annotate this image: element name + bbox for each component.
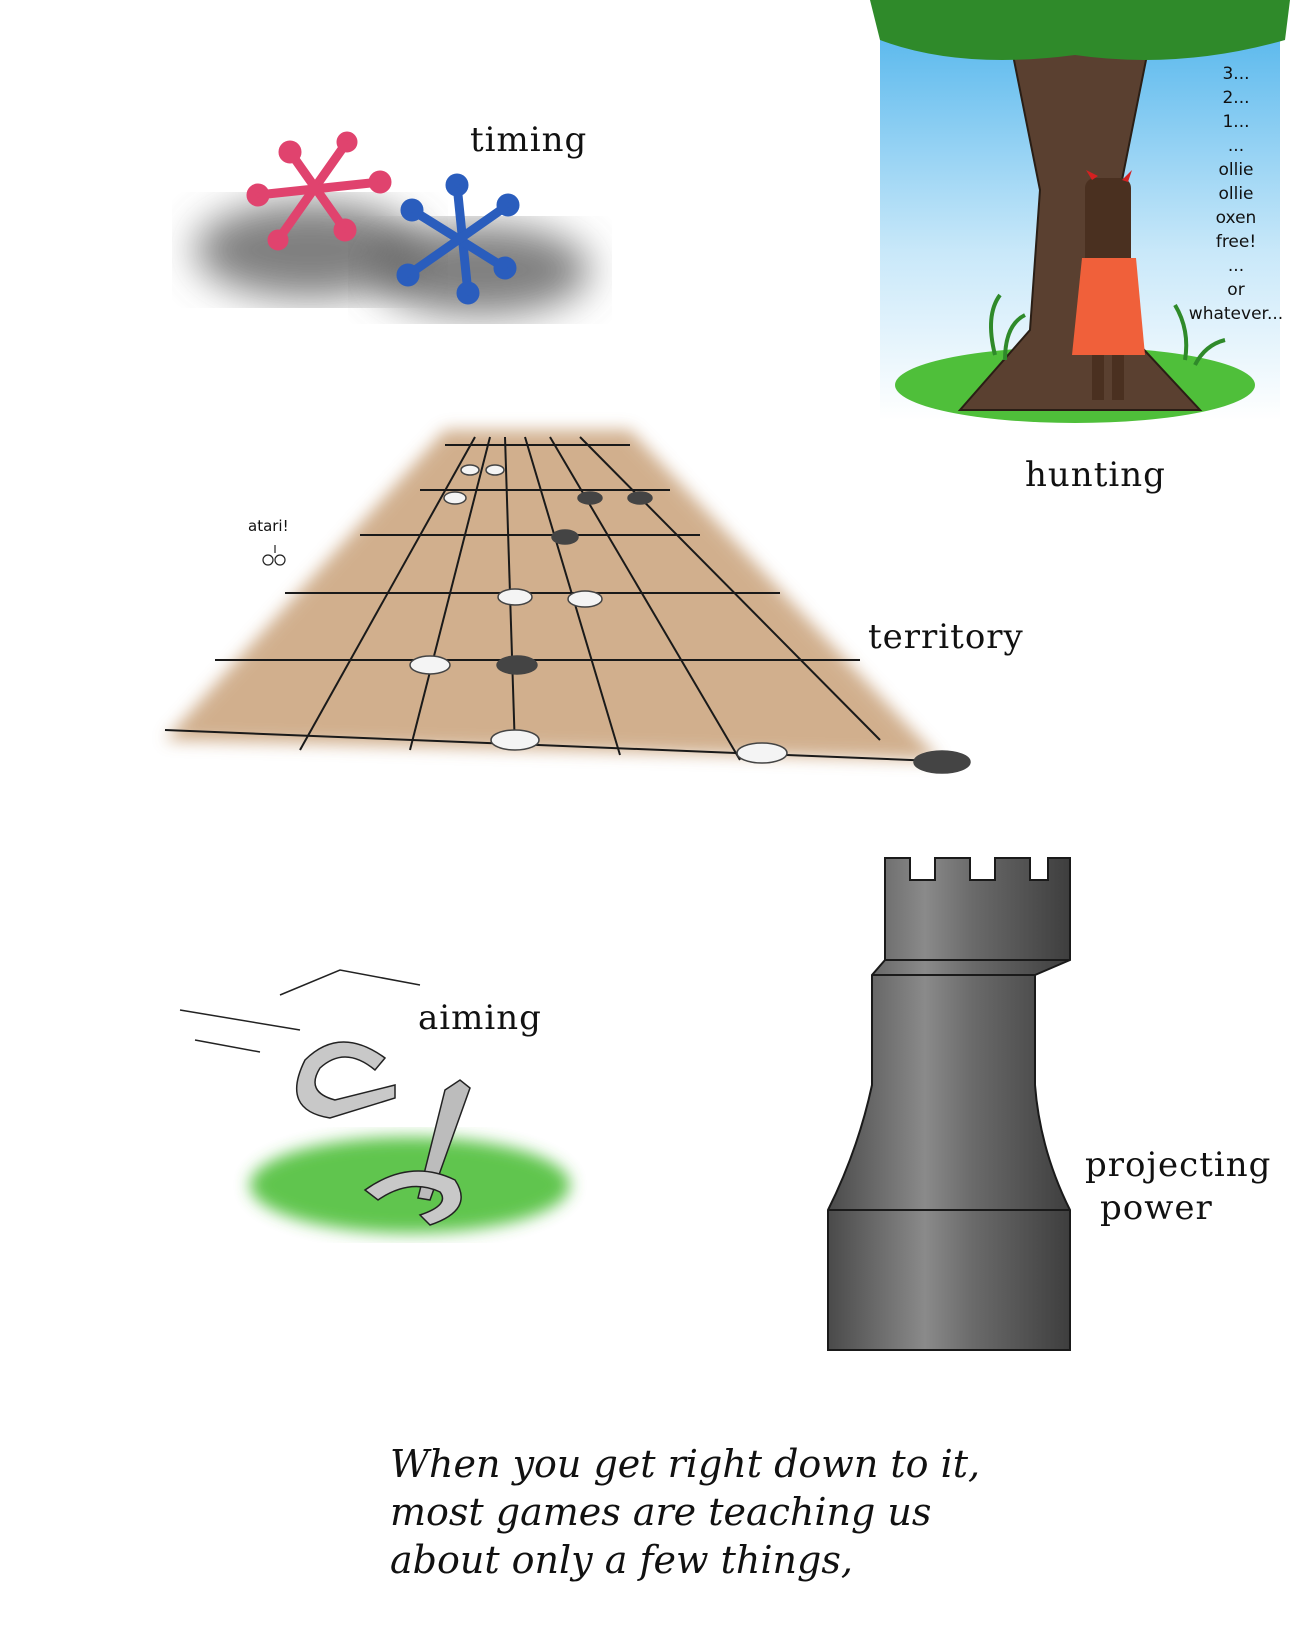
go-board-icon [164,430,971,774]
jacks-icon [195,131,590,315]
countdown-line: 3... [1222,64,1250,84]
countdown-line: 1... [1222,112,1250,132]
hunting-label: hunting [1025,455,1166,495]
tree-icon [870,0,1290,423]
countdown-line: oxen [1215,208,1257,228]
caption: When you get right down to it, most game… [390,1440,1190,1584]
timing-label: timing [470,120,588,160]
countdown-line: ollie [1218,160,1254,180]
territory-label: territory [868,617,1024,657]
horseshoe-icon [179,969,570,1233]
countdown-line: 2... [1222,88,1250,108]
atari-exclaim: atari! [248,517,289,535]
caption-line: When you get right down to it, [390,1442,981,1486]
caption-line: most games are teaching us [390,1490,932,1534]
countdown-line: ... [1227,256,1245,276]
countdown-text: 3... 2... 1... ... ollie ollie oxen free… [1188,62,1284,326]
child-figure [1072,170,1145,400]
caption-line: about only a few things, [390,1538,853,1582]
countdown-line: or [1227,280,1245,300]
projecting-label: projecting [1085,1145,1272,1185]
countdown-line: ollie [1218,184,1254,204]
countdown-line: ... [1227,136,1245,156]
power-label: power [1100,1188,1213,1228]
rook-icon [827,857,1071,1351]
aiming-label: aiming [418,998,542,1038]
countdown-line: free! [1215,232,1257,252]
countdown-line: whatever... [1188,304,1284,324]
tiny-face-icon [262,545,286,566]
